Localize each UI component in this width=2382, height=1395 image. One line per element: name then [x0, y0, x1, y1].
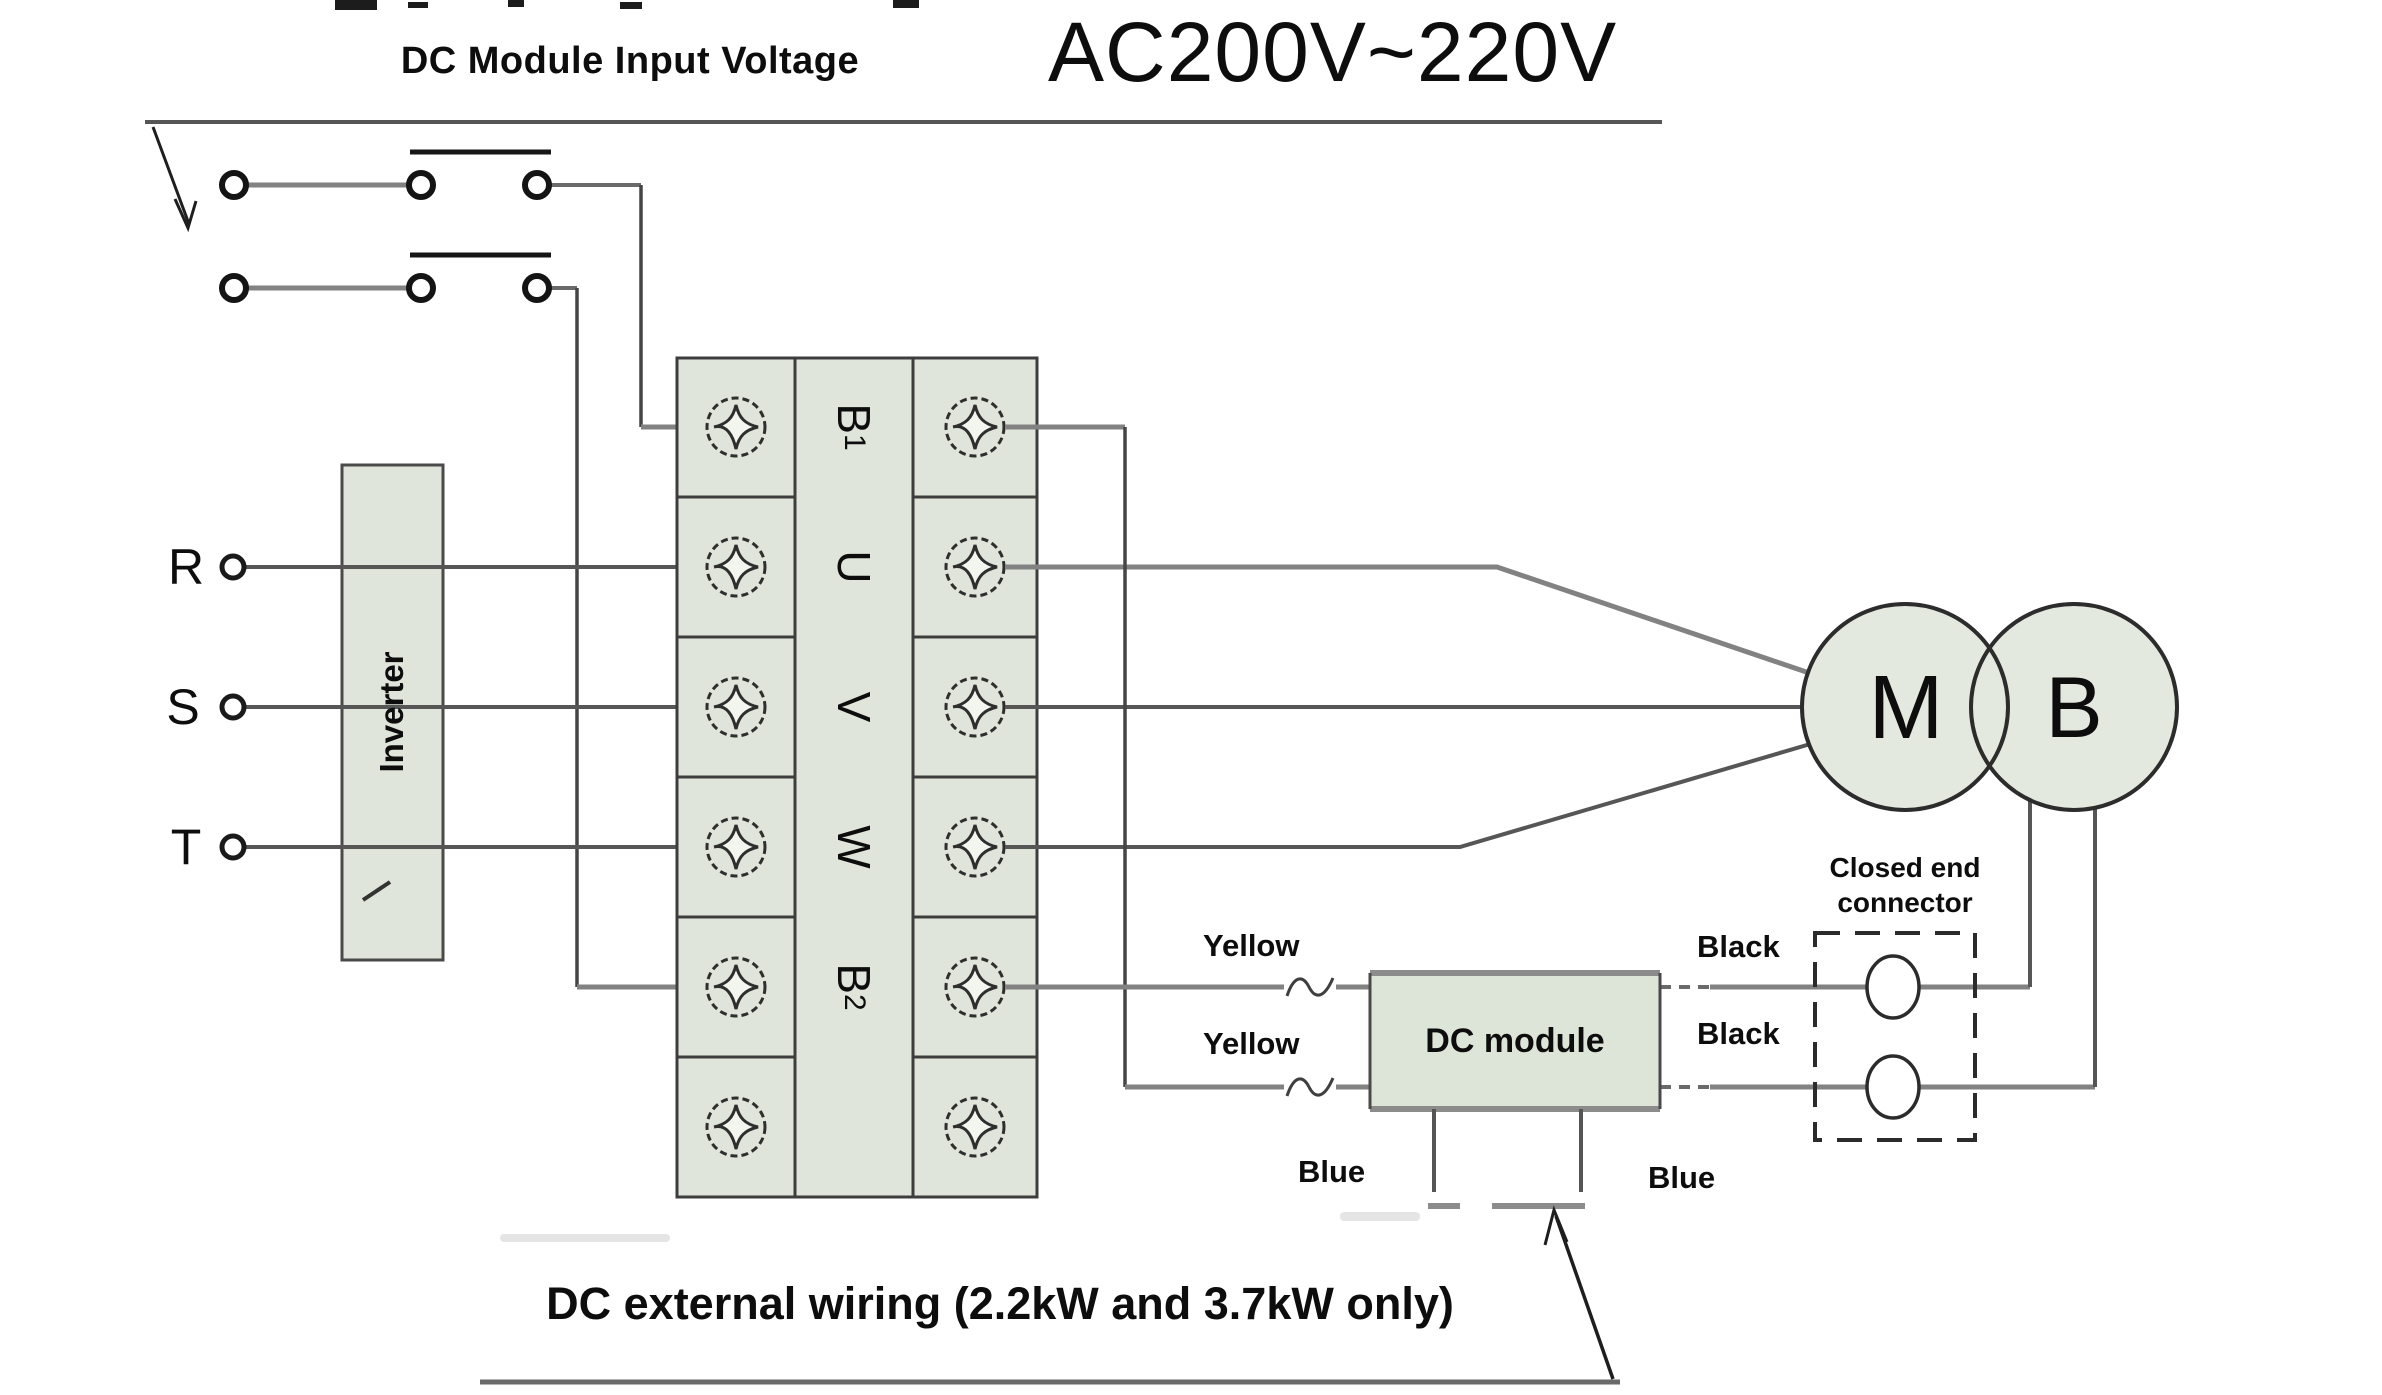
- wire-label-yellow-top: Yellow: [1203, 928, 1300, 963]
- motor-brake-circles: [1800, 602, 2179, 812]
- phase-label-t: T: [170, 819, 202, 875]
- connector-label-line1: Closed end: [1829, 852, 1981, 883]
- phase-label-r: R: [167, 539, 205, 595]
- top-edge-artifacts: [335, 0, 919, 10]
- bottom-caption: DC external wiring (2.2kW and 3.7kW only…: [546, 1278, 1454, 1329]
- pointer-arrow-icon: [1543, 1205, 1615, 1380]
- wire-label-black-top: Black: [1697, 929, 1780, 964]
- motor-wires: [1005, 564, 1825, 849]
- inverter-label: Inverter: [373, 651, 410, 773]
- terminal-label-v: V: [828, 691, 880, 723]
- terminal-block: [675, 356, 1039, 1199]
- closed-end-connector: [1813, 931, 1977, 1142]
- closed-end-connector-label: Closed end connector: [1770, 850, 2040, 920]
- dc-module-input-wires: [1005, 424, 1370, 1099]
- voltage-rating-label: AC200V~220V: [1048, 5, 1618, 99]
- dc-module-box: [1368, 970, 1662, 1209]
- wire-label-yellow-bottom: Yellow: [1203, 1026, 1300, 1061]
- wire-label-blue-left: Blue: [1298, 1154, 1366, 1189]
- blue-wire-stubs: [1432, 1109, 1583, 1192]
- phase-label-s: S: [166, 679, 200, 735]
- input-switch: [219, 149, 706, 990]
- phase-wires: [245, 565, 706, 849]
- faint-smudges: [500, 1212, 1420, 1242]
- wire-label-blue-right: Blue: [1648, 1160, 1716, 1195]
- down-arrow-icon: [151, 126, 198, 233]
- connector-label-line2: connector: [1837, 887, 1973, 918]
- terminal-label-blank: [794, 1067, 914, 1187]
- wire-label-black-bottom: Black: [1697, 1016, 1780, 1051]
- wire-break-squiggle: [1285, 977, 1335, 997]
- motor-circle: [1802, 604, 2008, 810]
- phase-ring-terminals: [219, 553, 247, 861]
- brake-circle: [1971, 604, 2177, 810]
- brake-label: B: [2045, 659, 2103, 756]
- motor-label: M: [1868, 657, 1944, 758]
- inverter-tick: [361, 880, 392, 902]
- dc-module-label: DC module: [1425, 1021, 1605, 1060]
- diagram-title: DC Module Input Voltage: [400, 40, 860, 82]
- inverter-box: [340, 463, 445, 962]
- terminal-label-w: W: [828, 825, 880, 869]
- wire-break-squiggle: [1285, 1077, 1335, 1097]
- terminal-label-u: U: [828, 550, 880, 584]
- contact-dots: [219, 170, 552, 303]
